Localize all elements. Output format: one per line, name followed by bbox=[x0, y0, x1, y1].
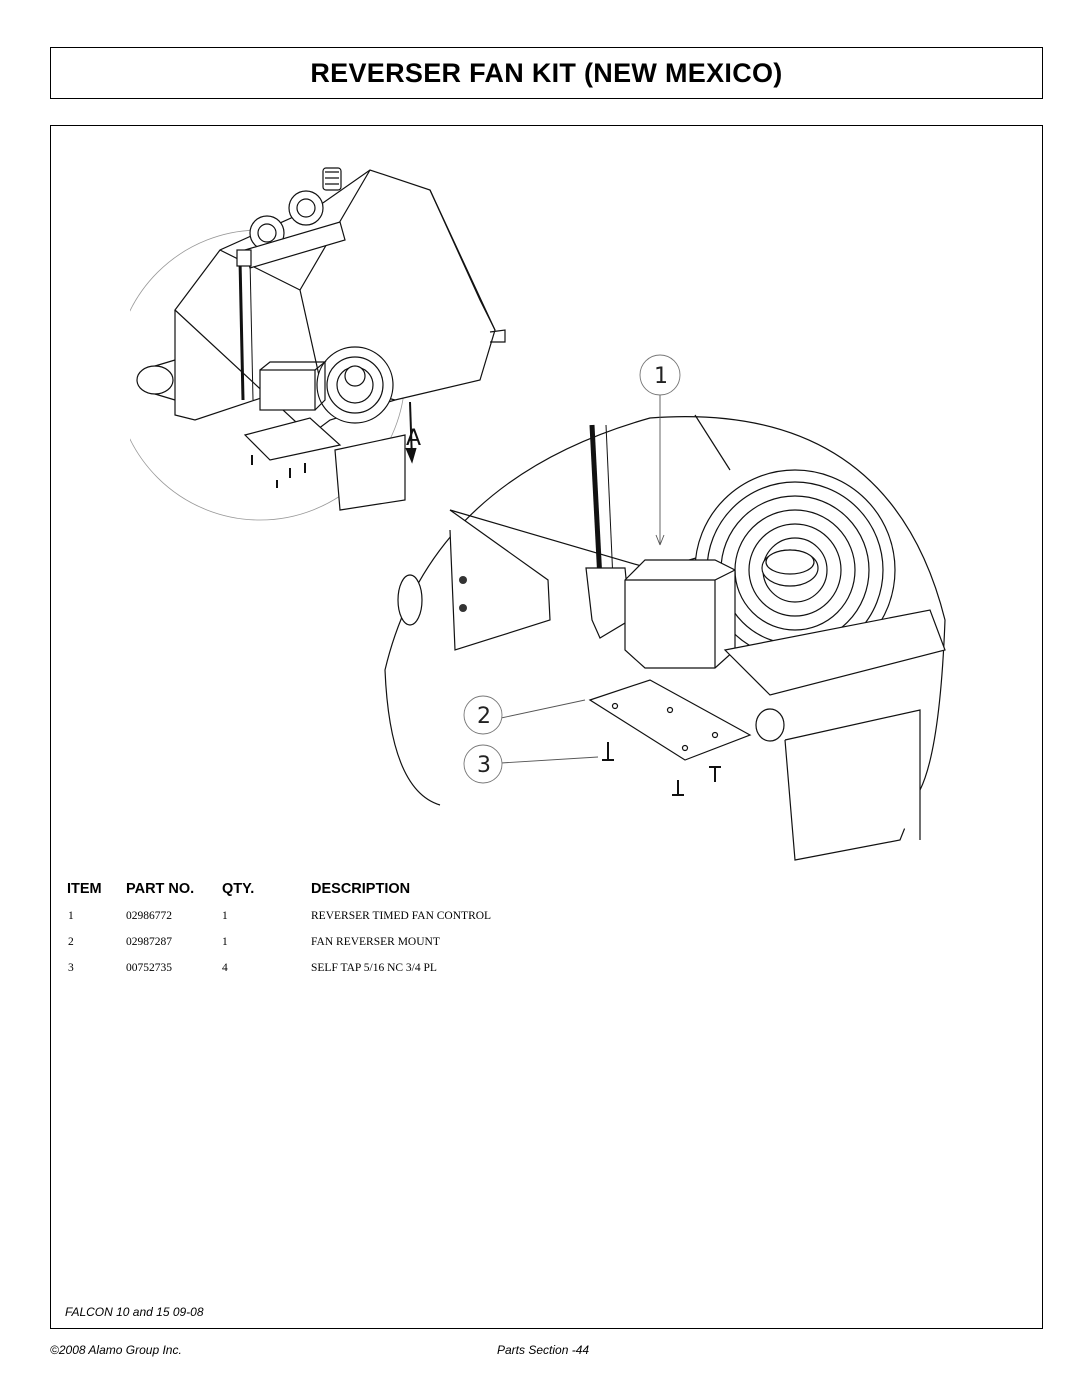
svg-text:1: 1 bbox=[654, 364, 668, 389]
page-title: REVERSER FAN KIT (NEW MEXICO) bbox=[310, 57, 783, 88]
svg-text:2: 2 bbox=[477, 704, 491, 729]
header-part-no: PART NO. bbox=[126, 881, 195, 897]
row-qty: 1 bbox=[222, 936, 228, 948]
row-part-no: 02986772 bbox=[126, 910, 172, 922]
parts-row: 2 02987287 1 FAN REVERSER MOUNT bbox=[0, 936, 1000, 954]
parts-diagram: A bbox=[130, 167, 946, 861]
header-description: DESCRIPTION bbox=[311, 881, 411, 897]
valve-block bbox=[244, 167, 346, 269]
row-item: 2 bbox=[68, 936, 74, 948]
row-part-no: 02987287 bbox=[126, 936, 172, 948]
row-part-no: 00752735 bbox=[126, 962, 172, 974]
overview-assembly: A bbox=[130, 167, 506, 521]
row-item: 3 bbox=[68, 962, 74, 974]
fan-reverser-mount bbox=[588, 679, 752, 761]
header-qty: QTY. bbox=[222, 881, 255, 897]
parts-row: 3 00752735 4 SELF TAP 5/16 NC 3/4 PL bbox=[0, 962, 1000, 980]
callout-1: 1 bbox=[639, 354, 681, 396]
callout-3: 3 bbox=[463, 744, 503, 784]
footer-model: FALCON 10 and 15 09-08 bbox=[65, 1305, 204, 1319]
row-description: SELF TAP 5/16 NC 3/4 PL bbox=[311, 962, 437, 974]
timed-fan-control bbox=[624, 559, 736, 669]
header-item: ITEM bbox=[67, 881, 102, 897]
footer-copyright: ©2008 Alamo Group Inc. bbox=[50, 1343, 182, 1357]
row-description: FAN REVERSER MOUNT bbox=[311, 936, 440, 948]
row-qty: 4 bbox=[222, 962, 228, 974]
content-frame bbox=[50, 125, 1043, 1329]
title-box: REVERSER FAN KIT (NEW MEXICO) bbox=[50, 47, 1043, 99]
row-item: 1 bbox=[68, 910, 74, 922]
footer-page-number: Parts Section -44 bbox=[497, 1343, 590, 1357]
svg-text:3: 3 bbox=[477, 753, 491, 778]
callout-2: 2 bbox=[463, 695, 503, 735]
detail-label: A bbox=[406, 426, 421, 451]
self-tap-bolts bbox=[602, 742, 721, 796]
row-description: REVERSER TIMED FAN CONTROL bbox=[311, 910, 492, 922]
detail-view bbox=[384, 414, 946, 861]
parts-row: 1 02986772 1 REVERSER TIMED FAN CONTROL bbox=[0, 910, 1000, 928]
row-qty: 1 bbox=[222, 910, 228, 922]
